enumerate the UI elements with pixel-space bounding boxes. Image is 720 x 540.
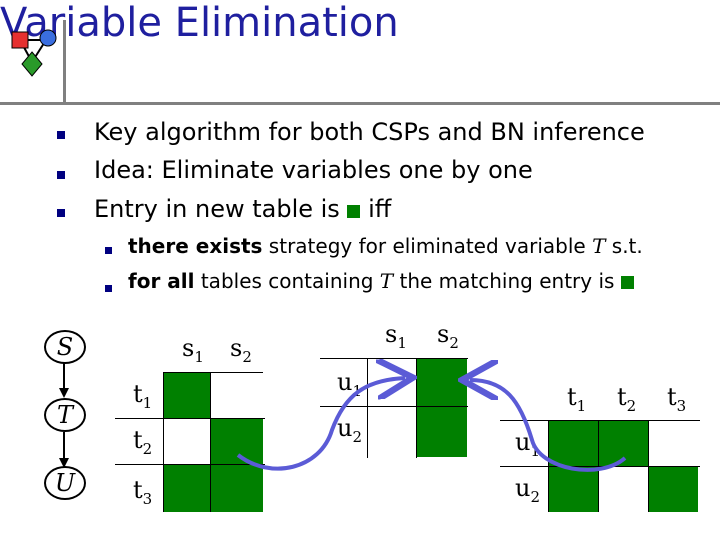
row-header: u2 <box>337 414 363 446</box>
col-header: t2 <box>617 383 637 415</box>
table-cell-filled <box>417 407 467 457</box>
node-U: U <box>44 466 86 500</box>
bullet-2: Idea: Eliminate variables one by one <box>94 156 533 184</box>
grid-line <box>115 418 265 419</box>
node-S: S <box>44 330 86 364</box>
table-cell-filled <box>549 421 598 466</box>
col-header: s2 <box>437 320 459 352</box>
sub-bullet-2-end: the matching entry is <box>393 269 615 293</box>
green-square-icon <box>620 276 634 289</box>
sub-bullet-2-text: tables containing <box>194 269 380 293</box>
col-header: s1 <box>182 334 204 366</box>
sub-bullet-1-end: s.t. <box>605 234 643 258</box>
row-header: t3 <box>133 476 153 508</box>
sub-bullet-1-bold: there exists <box>128 234 263 258</box>
bullet-marker <box>57 131 65 139</box>
row-header: t2 <box>133 426 153 458</box>
row-header: u2 <box>515 474 541 506</box>
row-header: t1 <box>133 380 153 412</box>
sub-bullet-2-bold: for all <box>128 269 195 293</box>
variable-T: T <box>592 234 606 258</box>
sub-bullet-1-text: strategy for eliminated variable <box>262 234 593 258</box>
chain-edges <box>59 362 69 468</box>
table-cell-filled <box>211 465 263 512</box>
grid-line <box>367 358 368 458</box>
arrow-right-curve <box>470 380 627 472</box>
grid-line <box>500 466 700 467</box>
grid-line <box>320 406 468 407</box>
grid-line <box>210 372 211 512</box>
table-cell-filled <box>649 467 698 512</box>
grid-line <box>163 372 263 373</box>
col-header: s1 <box>385 320 407 352</box>
grid-line <box>648 420 649 512</box>
table-cell-filled <box>549 467 598 512</box>
sub-bullet-1: there exists strategy for eliminated var… <box>128 234 643 258</box>
bullet-1: Key algorithm for both CSPs and BN infer… <box>94 118 645 146</box>
grid-line <box>500 420 700 421</box>
bullet-3-iff: iff <box>368 195 392 223</box>
grid-line <box>598 420 599 512</box>
sub-bullet-2: for all tables containing T the matching… <box>128 269 634 293</box>
node-T: T <box>44 398 86 432</box>
col-header: t3 <box>667 383 687 415</box>
logo-graph-icon <box>11 29 57 77</box>
grid-line <box>163 372 164 512</box>
col-header: s2 <box>230 334 252 366</box>
grid-line <box>115 464 265 465</box>
bullet-marker <box>57 209 65 217</box>
bullet-3-text: Entry in new table is <box>94 195 340 223</box>
table-cell-filled <box>164 465 210 512</box>
variable-T: T <box>379 269 394 293</box>
green-square-icon <box>347 205 361 218</box>
title-horizontal-rule <box>0 102 720 105</box>
table-cell-filled <box>164 373 210 418</box>
sub-bullet-marker <box>105 247 112 254</box>
title-vertical-rule <box>63 20 66 104</box>
slide-title: Variable Elimination <box>0 0 399 46</box>
bullet-3: Entry in new table is iff <box>94 195 391 223</box>
bullet-marker <box>57 171 65 179</box>
col-header: t1 <box>567 383 587 415</box>
grid-line <box>416 358 417 458</box>
arrow-left-curve <box>236 378 405 471</box>
sub-bullet-marker <box>105 285 112 292</box>
